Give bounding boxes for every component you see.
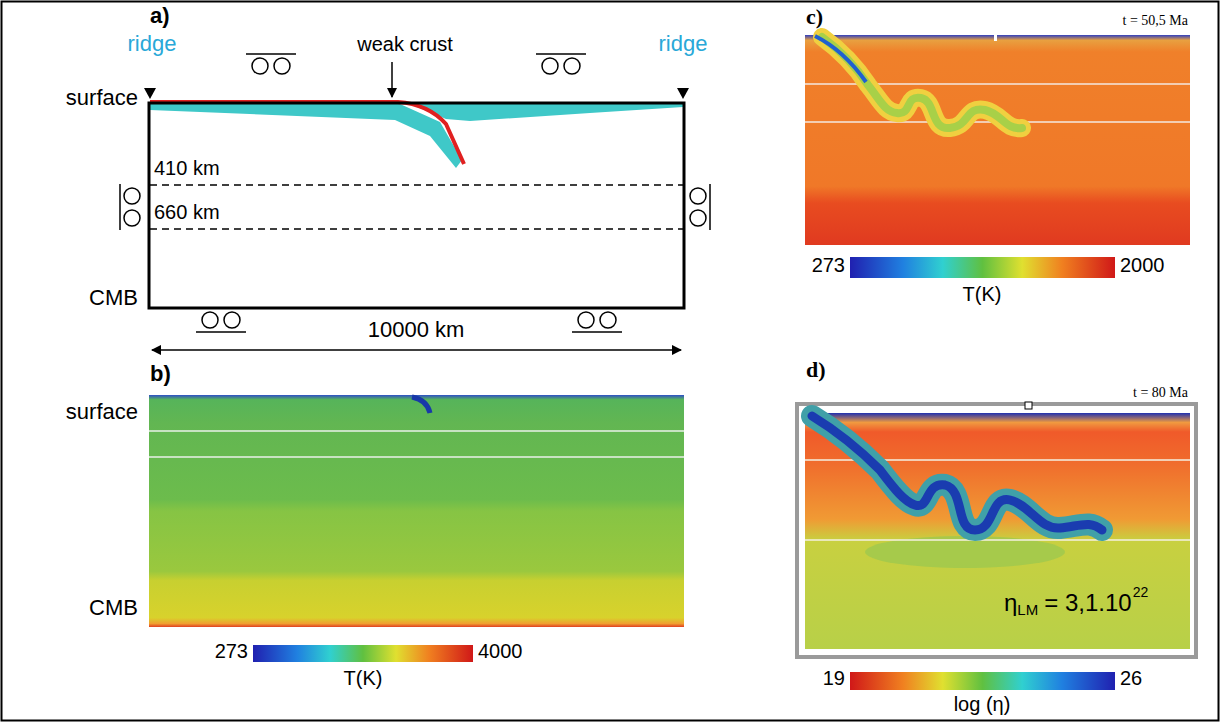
overriding-plate (410, 104, 683, 121)
slab-cold-core (815, 36, 866, 82)
viscosity-field (805, 413, 1190, 649)
colorbar-tick: 273 (215, 641, 248, 662)
panel-label: b) (150, 362, 171, 385)
colorbar (253, 645, 473, 662)
colorbar-tick: 4000 (478, 641, 523, 662)
pointer-arrow (391, 62, 393, 97)
free-slip-symbols (120, 54, 710, 332)
temperature-field (149, 395, 684, 627)
initial-slab (412, 397, 430, 413)
panel-frame (797, 404, 1196, 657)
depth-line (150, 228, 683, 230)
slab-core (822, 37, 1022, 128)
ridge-marker (144, 88, 156, 99)
viscosity-exponent: 22 (1133, 585, 1149, 600)
phase-boundary (149, 430, 684, 432)
colorbar-tick: 19 (823, 668, 845, 689)
model-setup (120, 54, 710, 350)
slab (812, 416, 1102, 530)
time-label: t = 50,5 Ma (1123, 14, 1188, 29)
slab-halo (865, 536, 1065, 568)
colorbar-tick: 2000 (1120, 255, 1165, 276)
panel-label: c) (806, 5, 823, 28)
trench-marker (994, 35, 997, 41)
ridge-marker (677, 88, 689, 99)
slab (822, 37, 1022, 128)
boundary-label: weak crust (357, 34, 453, 55)
colorbar-title: T(K) (963, 284, 1002, 305)
colorbar (850, 672, 1115, 690)
colorbar (850, 257, 1115, 278)
weak-crust-layer (150, 102, 464, 164)
model-box (149, 103, 684, 308)
viscosity-subscript: LM (1017, 602, 1038, 618)
depth-label: 660 km (154, 202, 220, 223)
boundary-label: surface (66, 86, 138, 109)
viscosity-value: = 3,1.10 (1044, 590, 1131, 615)
dimension-arrow (152, 349, 681, 351)
initial-temperature (149, 395, 684, 662)
ridge-label: ridge (128, 32, 177, 55)
ridge-label: ridge (659, 32, 708, 55)
temperature-snapshot (805, 35, 1190, 278)
time-label: t = 80 Ma (1133, 386, 1188, 401)
depth-label: 410 km (154, 158, 220, 179)
colorbar-title: log (η) (954, 694, 1011, 715)
phase-boundary (805, 539, 1190, 541)
dimension-label: 10000 km (368, 318, 465, 341)
viscosity-symbol: η (1004, 590, 1017, 615)
trench-marker (1025, 402, 1032, 409)
phase-boundary (149, 456, 684, 458)
viscosity-snapshot (797, 402, 1196, 690)
panel-label: a) (150, 4, 170, 27)
boundary-label: CMB (89, 596, 138, 619)
temperature-field (805, 35, 1190, 245)
boundary-label: surface (66, 400, 138, 423)
panel-label: d) (806, 358, 826, 381)
boundary-label: CMB (89, 286, 138, 309)
colorbar-tick: 26 (1120, 668, 1142, 689)
slab-core (812, 416, 1102, 530)
depth-line (150, 184, 683, 186)
colorbar-title: T(K) (344, 668, 383, 689)
colorbar-tick: 273 (812, 255, 845, 276)
